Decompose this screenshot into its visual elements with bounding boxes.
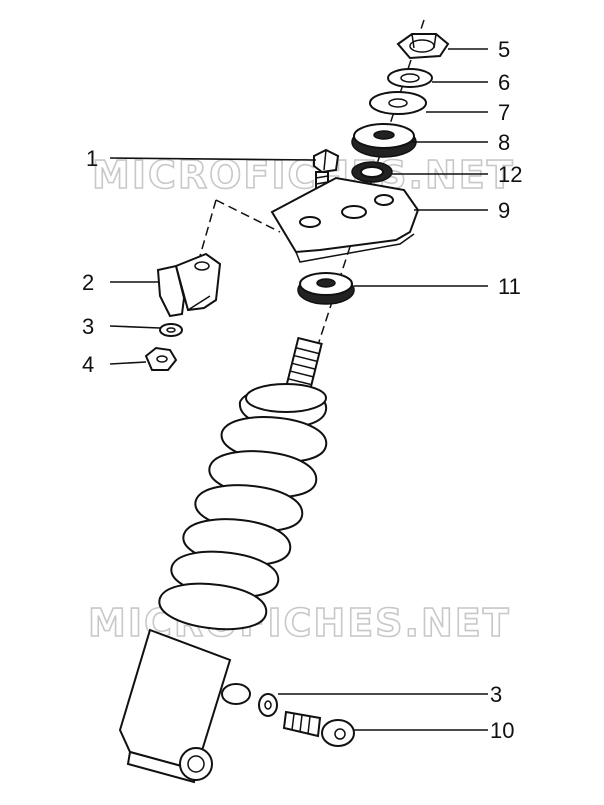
bolt-10 (282, 710, 355, 747)
callout-4: 4 (82, 352, 94, 377)
rubber-bush-8 (351, 123, 417, 158)
spacer-ring-12 (351, 161, 393, 183)
shock-absorber (118, 336, 328, 784)
callout-3-lower: 3 (490, 682, 502, 707)
callout-3-upper: 3 (82, 314, 94, 339)
callout-8: 8 (498, 130, 510, 155)
leader-4 (109, 361, 147, 365)
callout-9: 9 (498, 198, 510, 223)
washer-3-upper (159, 323, 183, 337)
callout-10: 10 (490, 718, 514, 743)
callout-1: 1 (86, 146, 98, 171)
bracket-2 (156, 252, 222, 318)
leader-1 (109, 157, 317, 161)
nut-5 (396, 33, 450, 60)
mounting-plate-9 (270, 176, 420, 263)
leader-3-upper (109, 325, 161, 329)
callout-6: 6 (498, 70, 510, 95)
flat-washer-7 (369, 91, 427, 115)
callout-11: 11 (498, 274, 521, 299)
bracket-axis (215, 199, 281, 233)
callout-12: 12 (498, 162, 522, 187)
callout-2: 2 (82, 270, 94, 295)
rubber-bush-11 (297, 272, 355, 305)
nut-4 (144, 346, 178, 371)
callout-7: 7 (498, 100, 510, 125)
lock-washer-6 (387, 68, 433, 88)
washer-3-lower (258, 693, 278, 717)
callout-5: 5 (498, 37, 510, 62)
